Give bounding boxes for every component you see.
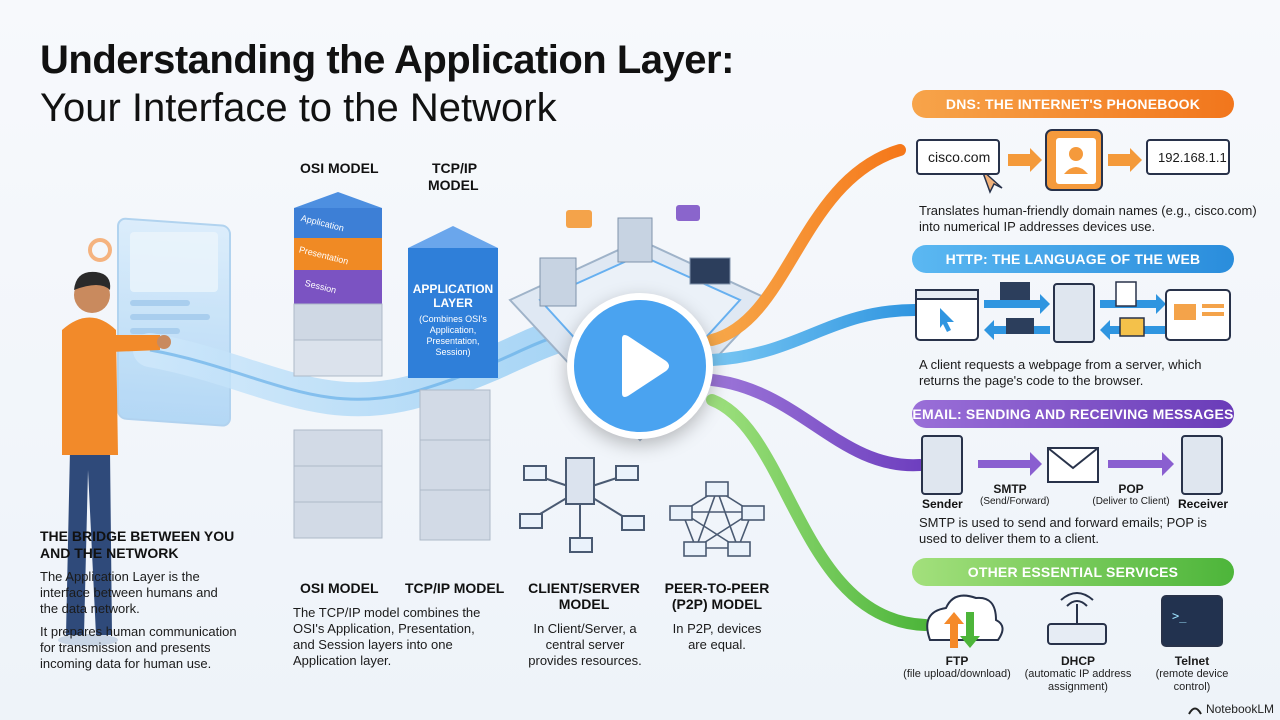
dns-description: Translates human-friendly domain names (… [919, 203, 1257, 234]
osi-model-bottom-label: OSI MODEL [300, 580, 379, 596]
http-description: A client requests a webpage from a serve… [919, 357, 1202, 388]
play-icon [622, 335, 669, 397]
cloud-icon [926, 594, 1004, 641]
osi-model-top-label: OSI MODEL [300, 160, 379, 176]
bridge-heading-1: THE BRIDGE BETWEEN YOU [40, 528, 235, 544]
email-description: SMTP is used to send and forward emails;… [919, 515, 1207, 546]
ftp-label: FTP (file upload/download) [903, 654, 1011, 680]
app-layer-sub-4: Session) [435, 347, 471, 357]
http-diagram [915, 281, 1231, 343]
bridge-paragraph-2: It prepares human communication for tran… [40, 624, 237, 671]
http-pill: HTTP: THE LANGUAGE OF THE WEB [912, 245, 1234, 273]
cursor-icon [940, 308, 954, 332]
services-diagram: >_ [926, 592, 1223, 648]
client-server-description: In Client/Server, a central server provi… [528, 621, 642, 668]
person-icon [58, 271, 171, 646]
app-layer-title-2: LAYER [433, 296, 473, 310]
tcpip-model-bottom-label: TCP/IP MODEL [405, 580, 505, 596]
p2p-title: PEER-TO-PEER (P2P) MODEL [664, 580, 770, 612]
tcpip-description: The TCP/IP model combines the OSI's Appl… [293, 605, 481, 668]
pop-label: POP (Deliver to Client) [1092, 482, 1170, 507]
notebooklm-watermark: NotebookLM [1188, 702, 1274, 716]
p2p-description: In P2P, devices are equal. [672, 621, 762, 652]
app-layer-sub-2: Application, [429, 325, 477, 335]
dns-ribbon [706, 144, 906, 346]
tcpip-stack [408, 226, 498, 541]
app-layer-title-1: APPLICATION [412, 282, 494, 296]
page-title: Understanding the Application Layer: [40, 38, 734, 82]
ip-text: 192.168.1.1 [1158, 149, 1227, 165]
app-layer-sub-3: Presentation, [426, 336, 480, 346]
domain-text: cisco.com [928, 149, 991, 165]
dns-pill: DNS: THE INTERNET'S PHONEBOOK [912, 90, 1234, 118]
bridge-paragraph-1: The Application Layer is the interface b… [40, 569, 218, 616]
smtp-label: SMTP (Send/Forward) [980, 482, 1050, 507]
email-sender-label: Sender [922, 497, 963, 511]
p2p-network [669, 481, 765, 557]
tcpip-model-top-label-2: MODEL [428, 177, 479, 193]
email-ribbon [706, 374, 926, 472]
services-pill: OTHER ESSENTIAL SERVICES [912, 558, 1234, 586]
ip-box: 192.168.1.1 [1146, 139, 1230, 175]
terminal-icon [1161, 595, 1223, 647]
client-server-network [519, 457, 645, 553]
page-subtitle: Your Interface to the Network [40, 86, 557, 130]
play-button[interactable] [567, 293, 713, 439]
router-icon [1047, 623, 1107, 645]
email-diagram [921, 435, 1223, 495]
dhcp-label: DHCP (automatic IP address assignment) [1024, 654, 1132, 693]
notebooklm-logo-icon [1188, 707, 1202, 715]
tcpip-model-top-label-1: TCP/IP [432, 160, 478, 176]
telnet-label: Telnet (remote device control) [1155, 654, 1229, 693]
application-layer-block: APPLICATION LAYER (Combines OSI's Applic… [408, 282, 498, 358]
email-pill: EMAIL: SENDING AND RECEIVING MESSAGES [912, 400, 1234, 428]
domain-box: cisco.com [916, 139, 1000, 175]
bridge-heading-2: AND THE NETWORK [40, 545, 179, 561]
app-layer-sub-1: (Combines OSI's [419, 314, 487, 324]
osi-stack: Application Presentation Session [293, 192, 383, 539]
services-ribbon [706, 394, 931, 631]
client-server-title: CLIENT/SERVER MODEL [528, 580, 640, 612]
email-receiver-label: Receiver [1178, 497, 1229, 511]
http-ribbon [706, 304, 921, 366]
svg-text:>_: >_ [1172, 609, 1187, 623]
dns-diagram [981, 129, 1142, 194]
